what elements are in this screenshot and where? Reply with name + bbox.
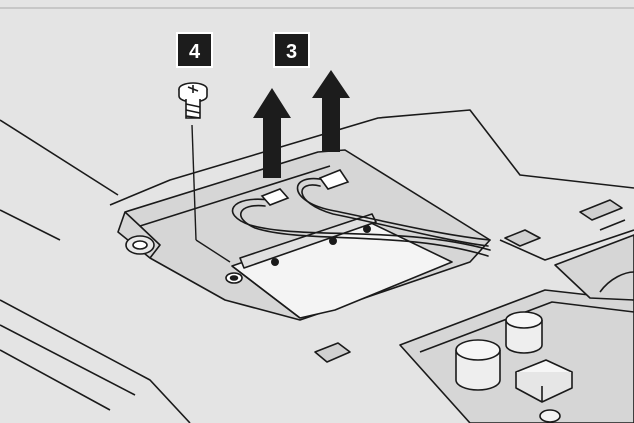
wireless-lan-card [225,213,453,319]
antenna-cables [231,169,491,257]
step-number: 3 [286,41,297,63]
step-badge-3: 3 [273,32,310,68]
adjacent-components [314,199,634,423]
screw-removal [178,82,231,263]
step-badge-4: 4 [176,32,213,68]
lift-arrow-icon [253,88,291,178]
step-number: 4 [189,41,201,63]
lift-arrows [253,70,350,178]
screw-icon [178,82,208,119]
lift-arrow-icon [312,70,350,152]
